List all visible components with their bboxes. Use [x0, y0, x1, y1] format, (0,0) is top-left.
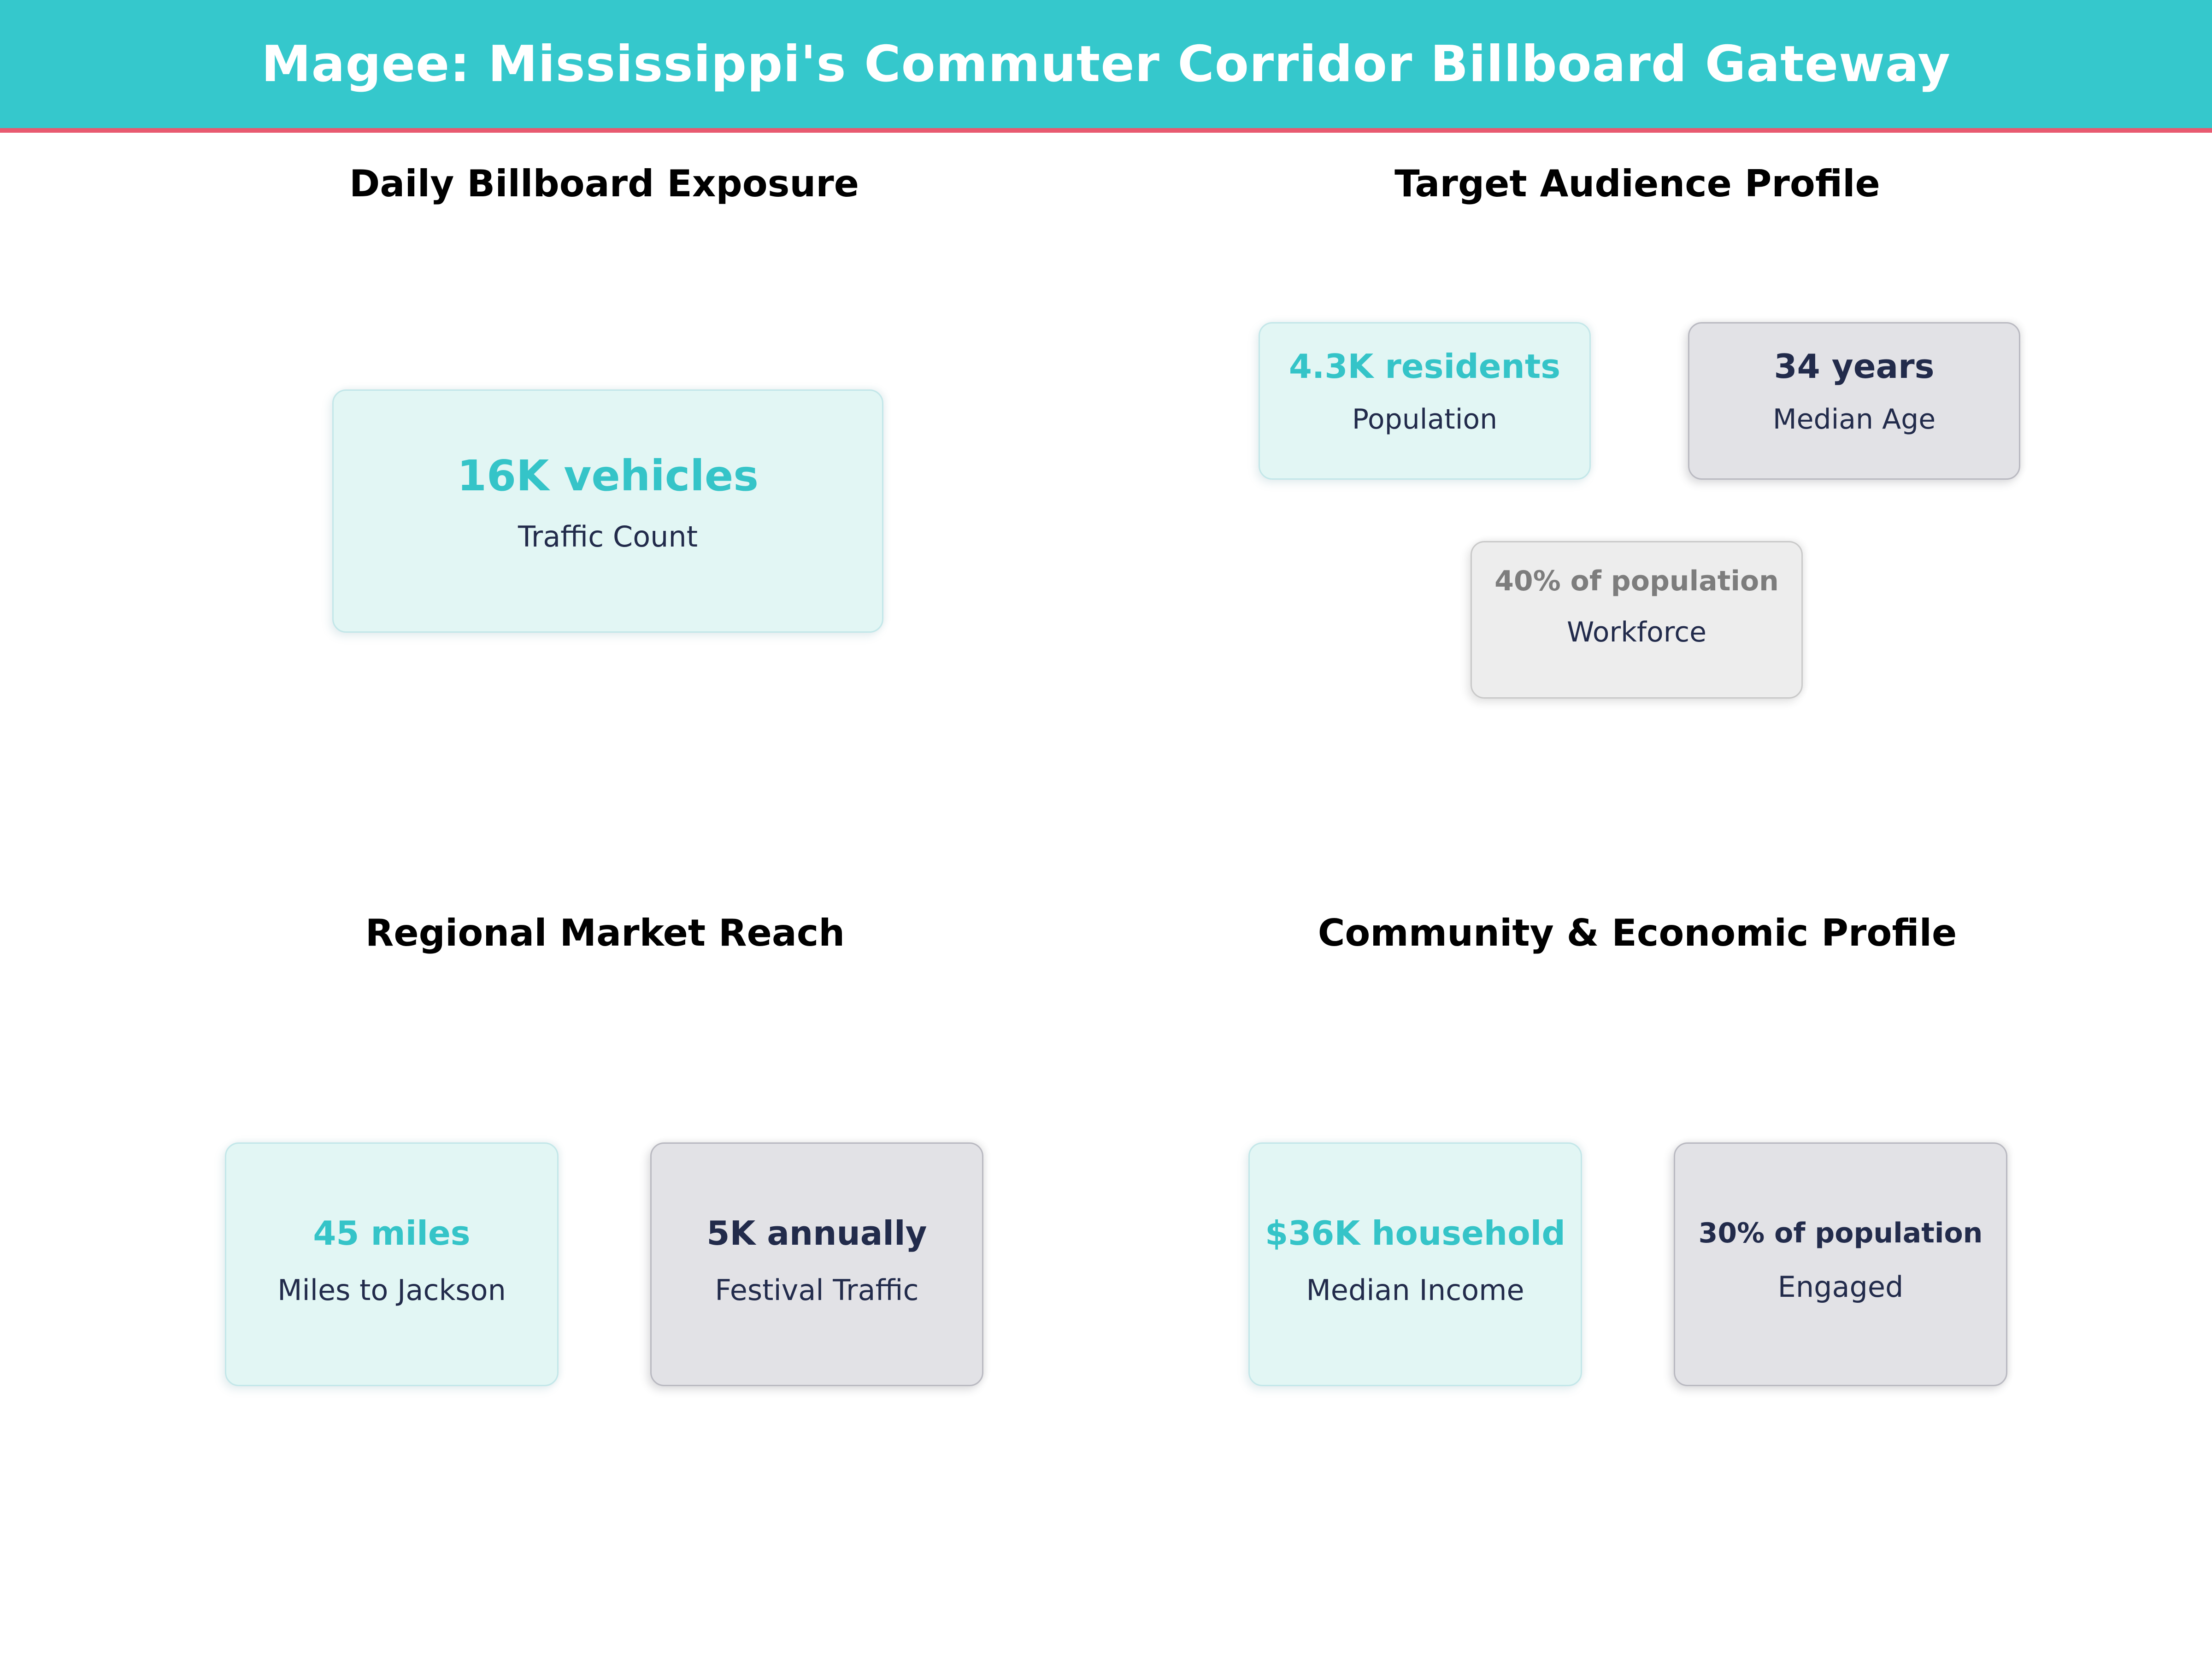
stat-card-median-age: 34 years Median Age [1688, 322, 2020, 480]
section-title-regional-market-reach: Regional Market Reach [365, 912, 845, 954]
stat-value-engaged: 30% of population [1698, 1217, 1983, 1250]
stat-value-miles-to-jackson: 45 miles [313, 1214, 471, 1253]
page-title: Magee: Mississippi's Commuter Corridor B… [261, 35, 1951, 93]
stat-value-festival-traffic: 5K annually [706, 1214, 927, 1253]
stat-card-median-income: $36K household Median Income [1248, 1142, 1582, 1386]
stat-label-miles-to-jackson: Miles to Jackson [277, 1273, 506, 1307]
stat-card-traffic-count: 16K vehicles Traffic Count [332, 389, 883, 633]
stat-label-engaged: Engaged [1777, 1270, 1904, 1304]
stat-label-population: Population [1352, 403, 1498, 436]
section-title-community-economic-profile: Community & Economic Profile [1318, 912, 1957, 954]
stat-label-festival-traffic: Festival Traffic [715, 1273, 919, 1307]
stat-value-median-income: $36K household [1265, 1214, 1565, 1253]
stat-label-traffic-count: Traffic Count [518, 519, 698, 553]
section-title-daily-billboard-exposure: Daily Billboard Exposure [349, 162, 859, 205]
stat-card-engaged: 30% of population Engaged [1674, 1142, 2007, 1386]
stat-label-median-income: Median Income [1306, 1273, 1524, 1307]
stat-value-workforce: 40% of population [1494, 565, 1779, 597]
stat-label-median-age: Median Age [1772, 403, 1936, 436]
stat-label-workforce: Workforce [1566, 616, 1707, 648]
section-title-target-audience-profile: Target Audience Profile [1394, 162, 1880, 205]
stat-card-festival-traffic: 5K annually Festival Traffic [650, 1142, 983, 1386]
stat-value-population: 4.3K residents [1288, 347, 1561, 386]
stat-card-miles-to-jackson: 45 miles Miles to Jackson [225, 1142, 559, 1386]
stat-card-workforce: 40% of population Workforce [1471, 541, 1803, 699]
header-banner: Magee: Mississippi's Commuter Corridor B… [0, 0, 2212, 133]
stat-value-median-age: 34 years [1774, 347, 1935, 386]
stat-card-population: 4.3K residents Population [1259, 322, 1591, 480]
stat-value-traffic-count: 16K vehicles [457, 451, 759, 501]
